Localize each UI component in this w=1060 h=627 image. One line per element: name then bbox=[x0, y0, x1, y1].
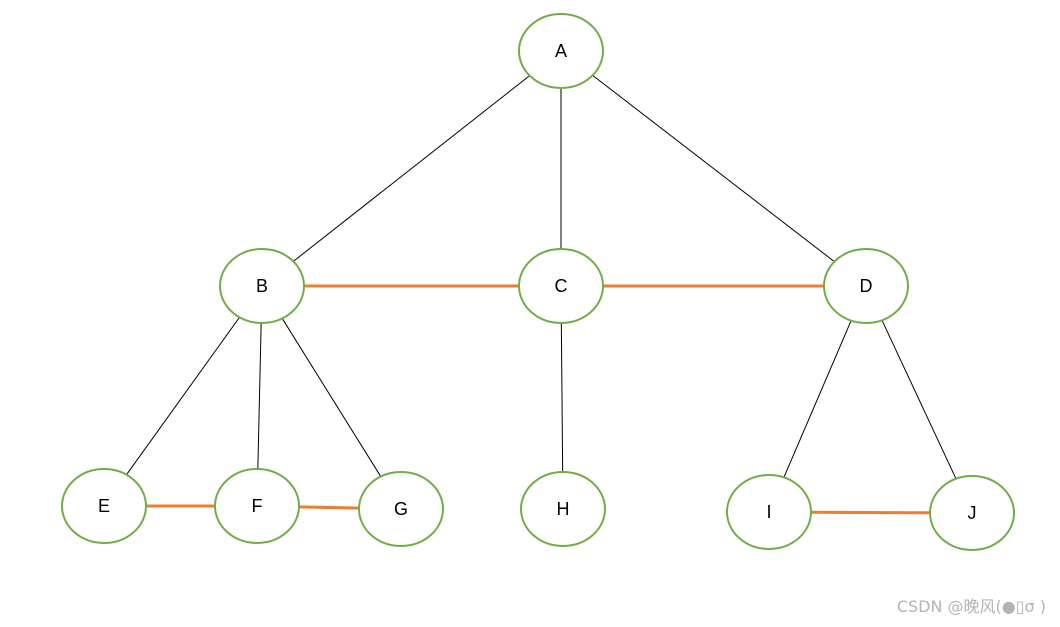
tree-edge-c-h bbox=[560, 322, 564, 473]
node-h: H bbox=[520, 471, 606, 547]
node-ellipse bbox=[61, 468, 147, 544]
node-g: G bbox=[358, 471, 444, 547]
tree-edge-d-j bbox=[881, 320, 957, 479]
node-f: F bbox=[214, 468, 300, 544]
node-ellipse bbox=[929, 475, 1015, 551]
node-a: A bbox=[518, 13, 604, 89]
node-label: C bbox=[555, 276, 568, 296]
node-ellipse bbox=[214, 468, 300, 544]
tree-edge-b-g bbox=[281, 318, 382, 477]
node-ellipse bbox=[726, 474, 812, 550]
node-label: G bbox=[394, 499, 408, 519]
tree-edge-b-f bbox=[257, 322, 262, 470]
node-label: D bbox=[860, 276, 873, 296]
node-label: I bbox=[766, 502, 771, 522]
node-ellipse bbox=[520, 471, 606, 547]
node-ellipse bbox=[823, 248, 909, 324]
tree-edge-b-e bbox=[126, 316, 240, 476]
node-i: I bbox=[726, 474, 812, 550]
sibling-edge-i-j bbox=[810, 510, 931, 515]
node-ellipse bbox=[518, 13, 604, 89]
node-e: E bbox=[61, 468, 147, 544]
tree-edges bbox=[126, 74, 957, 479]
tree-edge-d-i bbox=[783, 320, 852, 478]
node-ellipse bbox=[358, 471, 444, 547]
node-label: A bbox=[555, 41, 567, 61]
watermark: CSDN @晚风(●▯σ ) bbox=[896, 597, 1046, 616]
node-label: E bbox=[98, 496, 110, 516]
node-d: D bbox=[823, 248, 909, 324]
node-ellipse bbox=[518, 248, 604, 324]
nodes: A B C D E F G H I J bbox=[61, 13, 1015, 551]
tree-edge-a-b bbox=[293, 75, 530, 262]
node-ellipse bbox=[219, 248, 305, 324]
node-label: H bbox=[557, 499, 570, 519]
sibling-edges bbox=[146, 284, 931, 515]
node-j: J bbox=[929, 475, 1015, 551]
node-c: C bbox=[518, 248, 604, 324]
node-label: B bbox=[256, 276, 268, 296]
sibling-edge-f-g bbox=[298, 505, 360, 510]
node-label: F bbox=[252, 496, 263, 516]
node-b: B bbox=[219, 248, 305, 324]
tree-edge-a-d bbox=[592, 74, 835, 263]
node-label: J bbox=[968, 503, 977, 523]
